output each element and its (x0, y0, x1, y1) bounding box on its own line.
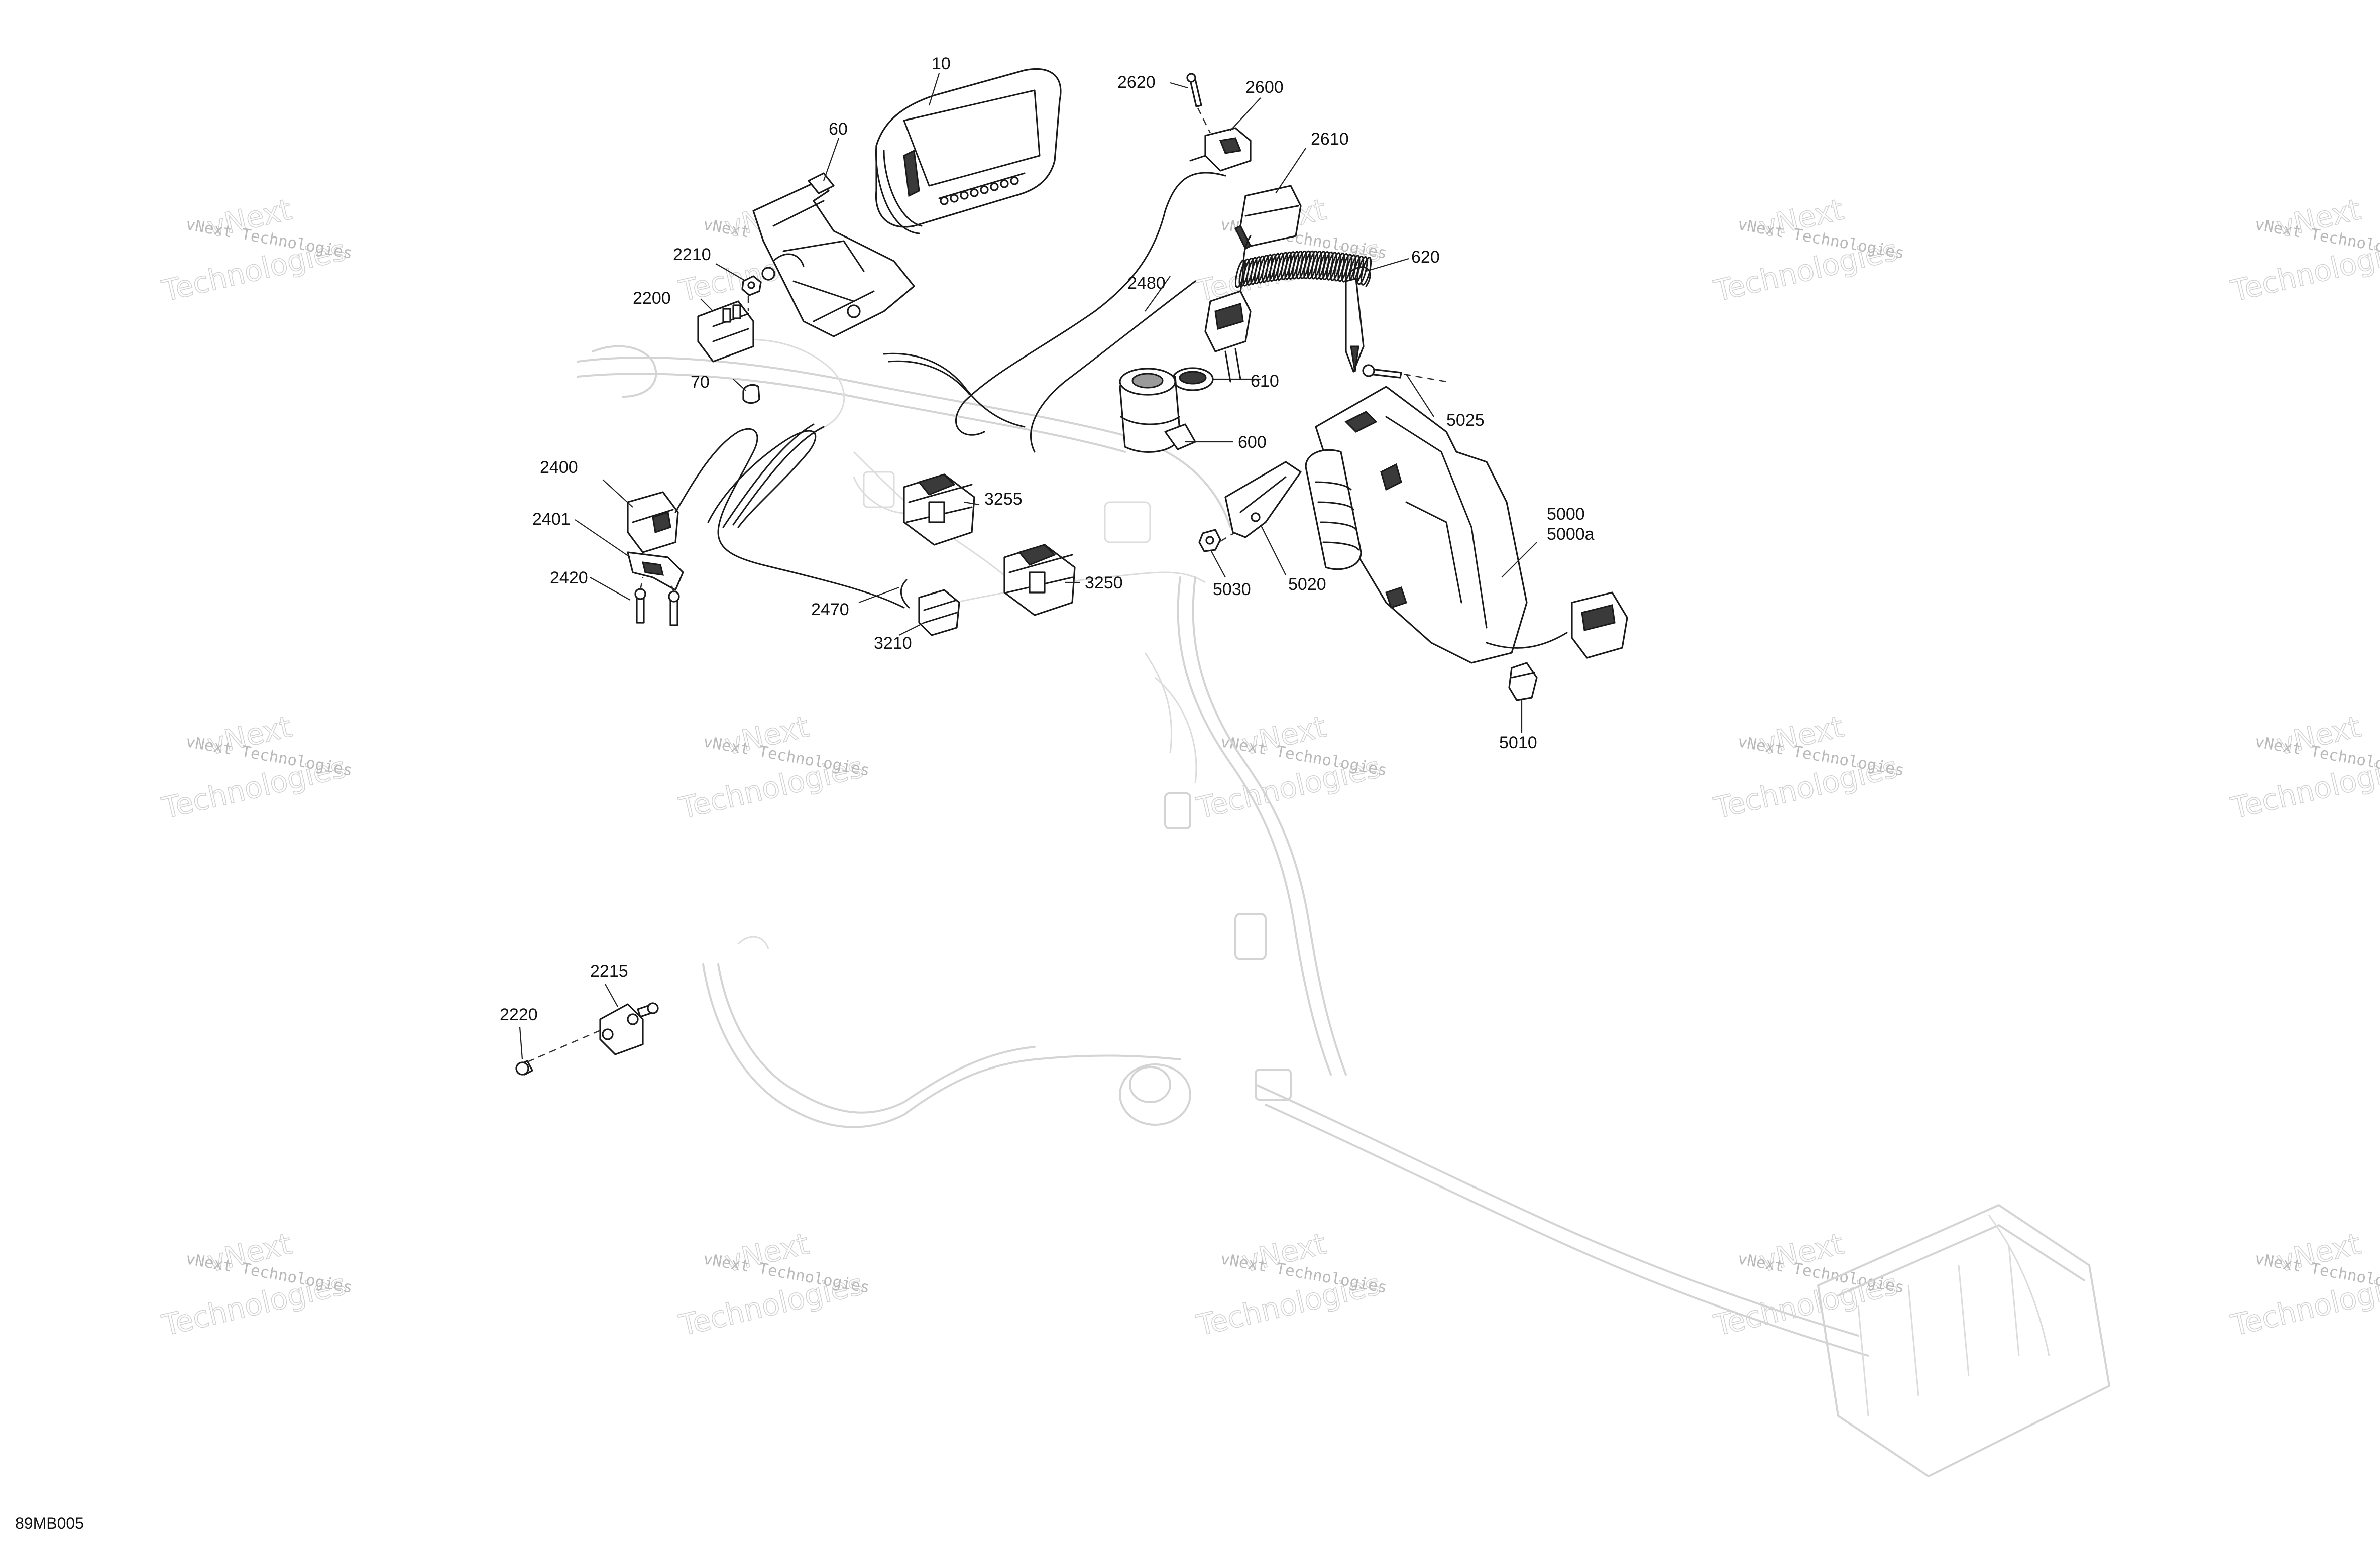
connector-part-5010 (1508, 662, 1538, 701)
callout-2200: 2200 (633, 289, 671, 308)
module-part-2610 (1234, 185, 1302, 250)
callout-5030: 5030 (1213, 580, 1251, 599)
callout-10: 10 (932, 54, 951, 73)
callout-2400: 2400 (540, 458, 578, 477)
mounting-bracket-part-60 (752, 172, 915, 337)
switch-clamp-part-2401 (627, 551, 684, 591)
bracket-part-5020 (1224, 461, 1302, 538)
connector-part-3210 (900, 579, 960, 636)
callout-2420: 2420 (550, 568, 588, 587)
callout-5000a: 5000a (1547, 525, 1595, 544)
switch-housing-part-2400 (627, 491, 679, 553)
callout-2470: 2470 (811, 600, 849, 619)
callout-2220: 2220 (500, 1005, 538, 1024)
callout-2620: 2620 (1117, 73, 1156, 92)
callout-5020: 5020 (1288, 575, 1326, 594)
grommet-part-610 (1172, 367, 1214, 391)
ecu-module-part-5000 (1305, 386, 1628, 664)
callout-70: 70 (691, 373, 710, 392)
lanyard-clip (1345, 266, 1371, 373)
callout-5025: 5025 (1446, 411, 1485, 430)
lanyard-connector (1204, 235, 1252, 383)
callout-5000: 5000 (1547, 505, 1585, 524)
callout-2610: 2610 (1311, 130, 1349, 149)
callout-labels: 10 60 70 600 610 620 2200 2210 2215 2220… (500, 54, 1595, 1024)
rocker-switch-part-3255 (903, 473, 975, 546)
callout-2480: 2480 (1127, 274, 1166, 293)
cable-part-2470 (674, 423, 905, 609)
callout-3250: 3250 (1085, 573, 1123, 592)
callout-3255: 3255 (984, 490, 1023, 509)
screw-part-5025 (1362, 364, 1402, 379)
callout-60: 60 (829, 120, 848, 139)
assembly-lines (527, 107, 1447, 1063)
sensor-part-2215 (599, 1002, 659, 1055)
nut-part-2210 (741, 275, 762, 296)
cable-part-2480 (883, 172, 1226, 453)
nut-part-70 (742, 384, 760, 404)
nut-part-5030 (1198, 529, 1221, 552)
screws-part-2420 (634, 588, 680, 626)
callout-2210: 2210 (673, 245, 711, 264)
screw-part-2220 (515, 1060, 533, 1076)
callout-2215: 2215 (590, 962, 628, 981)
background-harness-ghost (577, 338, 2110, 1477)
coil-loop (1356, 256, 1368, 285)
callout-5010: 5010 (1499, 733, 1537, 752)
callout-620: 620 (1411, 248, 1440, 267)
callout-2401: 2401 (532, 510, 571, 529)
screw-part-2620 (1186, 73, 1202, 107)
drawing-code: 89MB005 (15, 1514, 84, 1532)
callout-600: 600 (1238, 433, 1267, 452)
connector-part-2200 (697, 300, 754, 363)
ignition-switch-part-600 (1119, 368, 1196, 453)
callout-3210: 3210 (874, 634, 912, 653)
callout-2600: 2600 (1245, 78, 1284, 97)
leader-lines (519, 73, 1537, 1060)
switch-block-part-2600 (1189, 127, 1252, 172)
rocker-switch-part-3250 (1003, 544, 1076, 616)
gauge-cluster-part-10 (875, 68, 1062, 234)
callout-610: 610 (1251, 372, 1279, 391)
